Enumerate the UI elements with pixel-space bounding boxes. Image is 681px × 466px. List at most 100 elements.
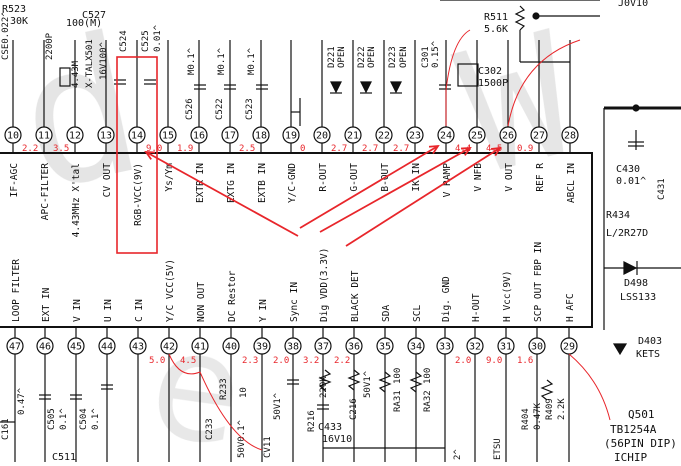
bottom-pin-circle xyxy=(466,337,484,355)
annotation-curve xyxy=(445,29,471,126)
diode-symbol xyxy=(612,343,628,356)
component-label: 30K xyxy=(10,16,28,27)
component-label: 50V0.1^ xyxy=(237,419,247,458)
component-label: RA32 xyxy=(423,390,433,412)
top-pin-voltage: 2.5 xyxy=(239,144,255,154)
component-label: C431 xyxy=(657,178,667,200)
bottom-pin-circle xyxy=(129,337,147,355)
bottom-pin-label: H Vcc(9V) xyxy=(502,271,513,322)
top-pin-label: V NFB xyxy=(473,163,484,192)
bottom-pin-label: H-OUT xyxy=(471,293,482,322)
bottom-pin-circle xyxy=(98,337,116,355)
annotation-arrow-pin14-head xyxy=(144,150,156,160)
component-label: X-TALX501 xyxy=(85,39,95,88)
bottom-pin-label: EXT IN xyxy=(41,287,52,322)
bottom-pin-number: 32 xyxy=(469,342,481,353)
bottom-pin-voltage: 2.0 xyxy=(455,356,471,366)
top-pin-number: 10 xyxy=(7,131,19,142)
component-label: C511 xyxy=(52,452,76,462)
top-pin-number: 13 xyxy=(100,131,112,142)
bottom-pin-number: 29 xyxy=(563,342,575,353)
bottom-pin-label: Y/C VCC(5V) xyxy=(165,259,176,322)
top-pin-circle xyxy=(344,126,362,144)
component-label: 0.1^ xyxy=(59,408,69,430)
component-label: C504 xyxy=(79,408,89,430)
component-label: 0.47^ xyxy=(17,387,27,415)
bottom-pin-voltage: 3.2 xyxy=(303,356,319,366)
top-pin-label: Ys/Ym xyxy=(164,163,175,192)
component-label: 0.47K xyxy=(533,402,543,430)
top-pin-circle xyxy=(468,126,486,144)
bottom-pin-label: Dig VDD(3.3V) xyxy=(319,248,330,322)
top-pin-circle xyxy=(252,126,270,144)
bottom-pin-number: 33 xyxy=(439,342,451,353)
top-pin-voltage: 0 xyxy=(300,144,305,154)
resistor-symbol xyxy=(540,379,554,401)
component-label: 4.43M xyxy=(71,60,81,88)
component-label: OPEN xyxy=(337,46,347,68)
top-pin-number: 12 xyxy=(69,131,81,142)
component-label: 50V1^ xyxy=(273,392,283,420)
bottom-pin-circle xyxy=(191,337,209,355)
bottom-pin-circle xyxy=(436,337,454,355)
component-label: C527 xyxy=(82,10,106,21)
top-pin-label: V OUT xyxy=(504,163,515,192)
top-pin-number: 22 xyxy=(378,131,390,142)
component-label: C523 xyxy=(245,98,255,120)
top-pin-label: Y/C-GND xyxy=(287,163,298,203)
top-pin-label: EXTB IN xyxy=(257,163,268,203)
component-label: 0.01^ xyxy=(616,176,646,187)
bottom-pin-number: 31 xyxy=(500,342,512,353)
bottom-pin-label: H AFC xyxy=(565,293,576,322)
top-pin-circle xyxy=(437,126,455,144)
bottom-pin-number: 44 xyxy=(101,342,113,353)
top-pin-circle xyxy=(313,126,331,144)
component-label: 100 xyxy=(393,368,403,384)
component-label: C525 xyxy=(141,30,151,52)
annotation-arrow-pin26-head xyxy=(490,146,502,157)
top-pin-circle xyxy=(66,126,84,144)
bottom-pin-voltage: 2.2 xyxy=(334,356,350,366)
component-label: C433 xyxy=(318,422,342,433)
bottom-pin-voltage: 1.6 xyxy=(517,356,533,366)
junction-dot xyxy=(532,12,540,20)
top-pin-circle xyxy=(282,126,300,144)
component-label: 100 xyxy=(423,368,433,384)
top-pin-voltage: 2.7 xyxy=(393,144,409,154)
component-label: R409 xyxy=(545,398,555,420)
top-pin-circle xyxy=(221,126,239,144)
top-pin-number: 15 xyxy=(162,131,174,142)
top-pin-voltage: 1.9 xyxy=(177,144,193,154)
bottom-pin-number: 42 xyxy=(163,342,175,353)
bottom-pin-circle xyxy=(407,337,425,355)
annotation-curve xyxy=(199,371,263,451)
annotation-arrow-pin24-head xyxy=(428,144,440,155)
component-label: R434 xyxy=(606,210,630,221)
component-label: J0V10 xyxy=(618,0,648,9)
diode-symbol xyxy=(623,261,638,275)
component-label: 10 xyxy=(239,387,249,398)
top-pin-voltage: 0.9 xyxy=(517,144,533,154)
diode-symbol xyxy=(360,81,372,94)
bottom-pin-label: LOOP FILTER xyxy=(11,259,22,322)
bottom-pin-label: Sync IN xyxy=(289,282,300,322)
component-label: D498 xyxy=(624,278,648,289)
top-pin-voltage: 3.5 xyxy=(53,144,69,154)
component-label: D403 xyxy=(638,336,662,347)
top-pin-voltage: 2.7 xyxy=(331,144,347,154)
annotation-arrow-pin25 xyxy=(319,147,471,233)
top-pin-number: 23 xyxy=(409,131,421,142)
top-pin-number: 18 xyxy=(255,131,267,142)
component-label: 0.1^ xyxy=(91,408,101,430)
top-pin-voltage: 2.2 xyxy=(22,144,38,154)
bottom-pin-number: 47 xyxy=(9,342,21,353)
bottom-pin-number: 39 xyxy=(256,342,268,353)
top-pin-circle xyxy=(35,126,53,144)
component-label: C505 xyxy=(47,408,57,430)
component-label: 5.6K xyxy=(484,24,508,35)
top-pin-label: V RAMP xyxy=(442,163,453,198)
crystal-symbol xyxy=(59,67,71,87)
component-label: 0.01^ xyxy=(153,24,163,52)
bottom-pin-label: SDA xyxy=(381,305,392,322)
bottom-pin-label: NON OUT xyxy=(196,282,207,322)
